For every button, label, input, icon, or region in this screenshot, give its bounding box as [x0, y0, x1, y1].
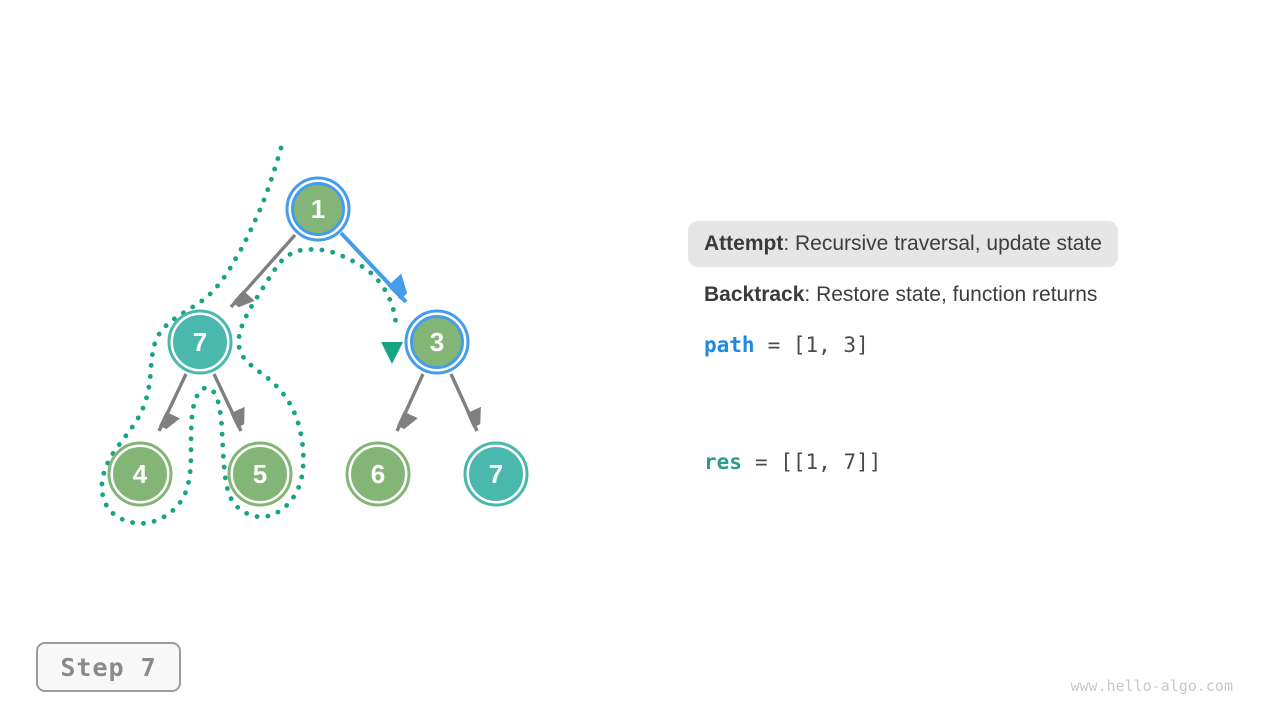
tree-node-7-right: 7: [463, 441, 529, 507]
tree-node-5: 5: [227, 441, 293, 507]
edge-3-7: [449, 373, 477, 432]
node-7l-label: 7: [193, 327, 207, 357]
node-7r-label: 7: [489, 459, 503, 489]
trail-arrowhead-triangle: [381, 342, 403, 364]
edge-1-3-active: [339, 231, 406, 304]
tree-node-3: 3: [404, 309, 470, 375]
node-1-label: 1: [311, 194, 325, 224]
path-state-line: path = [1, 3]: [704, 333, 869, 357]
backtrack-label: Backtrack: [704, 283, 805, 306]
node-4-label: 4: [133, 459, 148, 489]
edge-3-6: [395, 373, 425, 431]
backtrack-legend: Backtrack: Restore state, function retur…: [704, 283, 1097, 307]
res-variable-value: = [[1, 7]]: [754, 450, 882, 474]
node-5-circle: [233, 447, 287, 501]
step-indicator: Step 7: [36, 642, 181, 692]
node-3-circle: [410, 315, 464, 369]
node-7r-circle: [469, 447, 523, 501]
attempt-legend: Attempt: Recursive traversal, update sta…: [688, 221, 1118, 267]
attempt-text: : Recursive traversal, update state: [783, 232, 1102, 255]
tree-node-1: 1: [285, 176, 351, 242]
node-4-circle: [113, 447, 167, 501]
node-7l-circle: [173, 315, 227, 369]
node-5-label: 5: [253, 459, 267, 489]
step-indicator-label: Step 7: [60, 652, 157, 682]
node-3-label: 3: [430, 327, 444, 357]
res-variable-name: res: [704, 450, 742, 474]
tree-diagram: 1 7 3 4 5 6 7: [99, 145, 529, 526]
attempt-label: Attempt: [704, 232, 784, 255]
edge-1-7: [229, 233, 297, 307]
path-variable-value: = [1, 3]: [767, 333, 869, 357]
node-6-circle: [351, 447, 405, 501]
watermark-url: www.hello-algo.com: [1070, 677, 1233, 695]
node-6-label: 6: [371, 459, 385, 489]
tree-node-7-left: 7: [167, 309, 233, 375]
res-state-line: res = [[1, 7]]: [704, 450, 881, 474]
edge-7-5: [212, 373, 241, 432]
tree-node-6: 6: [345, 441, 411, 507]
edge-7-4: [157, 373, 188, 431]
backtrack-text: : Restore state, function returns: [804, 283, 1098, 306]
node-1-circle: [291, 182, 345, 236]
path-variable-name: path: [704, 333, 755, 357]
tree-node-4: 4: [107, 441, 173, 507]
